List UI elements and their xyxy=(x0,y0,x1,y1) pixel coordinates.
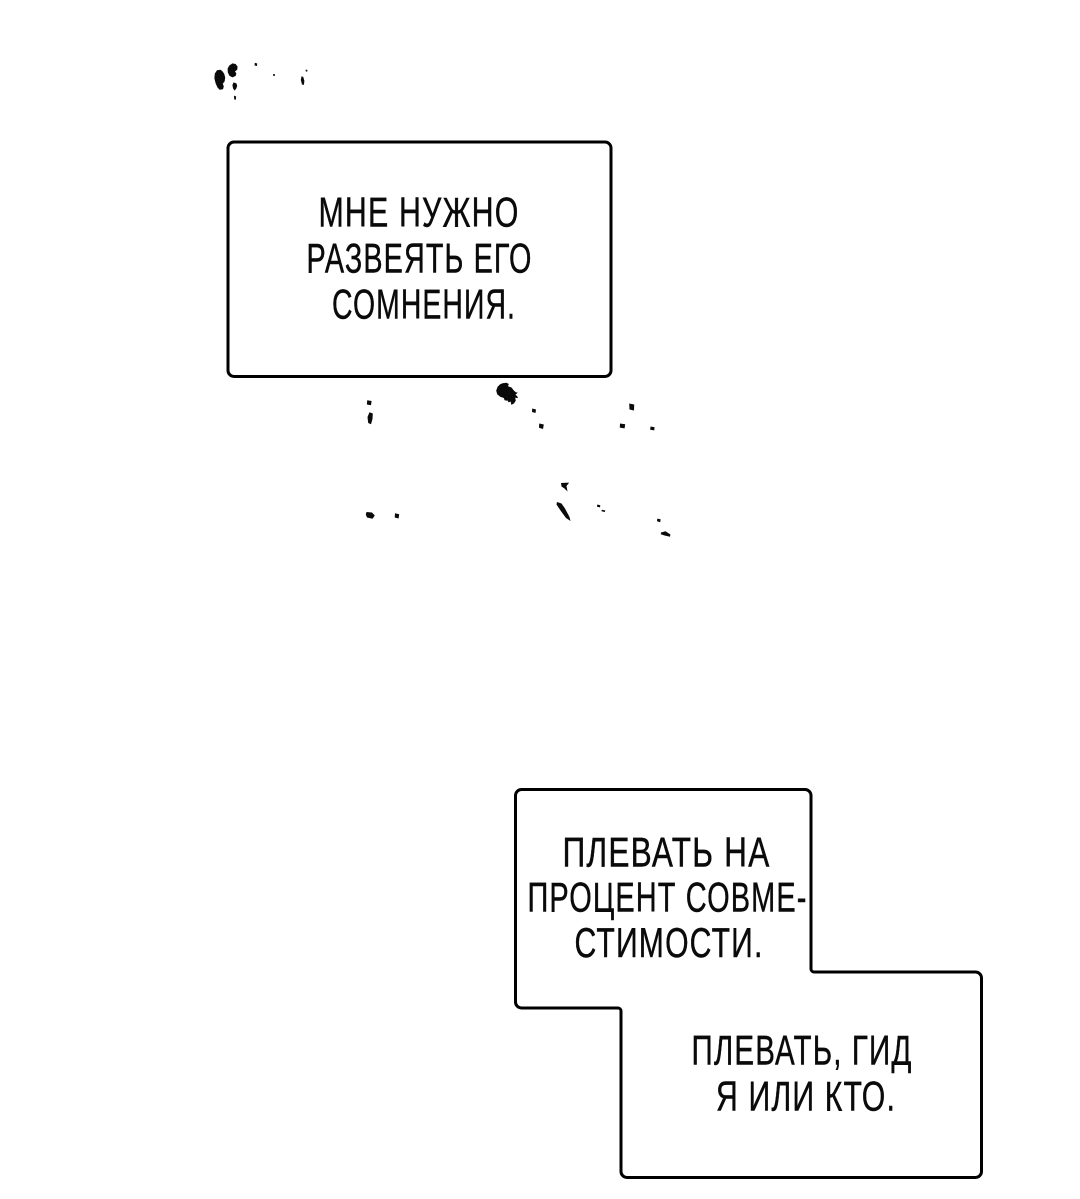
svg-text:СТИМОСТИ.: СТИМОСТИ. xyxy=(575,919,764,966)
svg-text:РАЗВЕЯТЬ ЕГО: РАЗВЕЯТЬ ЕГО xyxy=(307,235,533,282)
svg-text:МНЕ НУЖНО: МНЕ НУЖНО xyxy=(319,189,520,236)
svg-text:ПЛЕВАТЬ, ГИД: ПЛЕВАТЬ, ГИД xyxy=(692,1027,913,1074)
svg-text:Я ИЛИ КТО.: Я ИЛИ КТО. xyxy=(716,1073,896,1120)
svg-text:ПЛЕВАТЬ НА: ПЛЕВАТЬ НА xyxy=(563,829,771,876)
svg-text:ПРОЦЕНТ СОВМЕ-: ПРОЦЕНТ СОВМЕ- xyxy=(528,874,808,921)
svg-text:СОМНЕНИЯ.: СОМНЕНИЯ. xyxy=(332,281,516,328)
